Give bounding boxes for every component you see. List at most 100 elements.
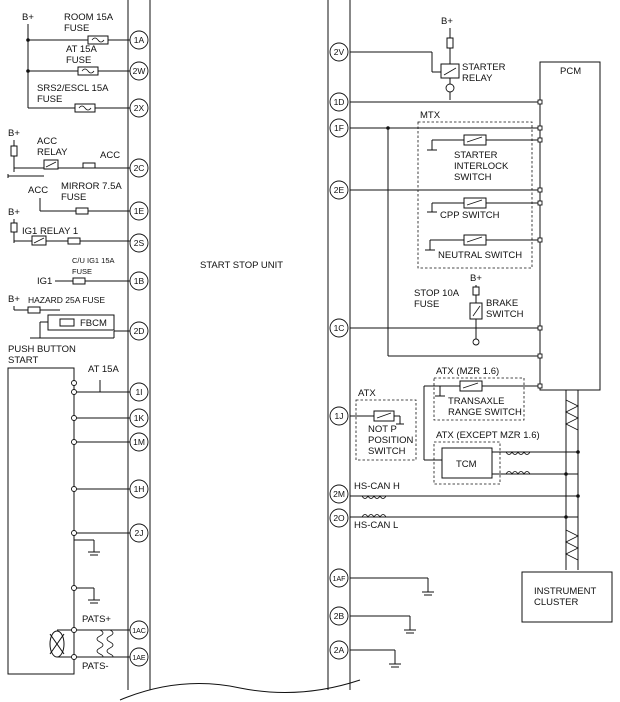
starter-relay <box>440 63 460 79</box>
tcm-box <box>441 447 493 479</box>
pin-2c-circle <box>129 158 149 178</box>
push-button-terminal <box>71 486 77 492</box>
pin-2j-circle <box>129 523 149 543</box>
pin-2e: 2E <box>334 185 345 195</box>
pin-1h: 1H <box>134 484 145 494</box>
neutral-switch-label: NEUTRAL SWITCH <box>438 250 522 261</box>
pin-2c: 2C <box>134 163 145 173</box>
b-plus-label: B+ <box>8 207 20 218</box>
b-plus-label: B+ <box>441 16 453 27</box>
push-button-terminal <box>71 380 77 386</box>
mtx-label: MTX <box>420 110 441 121</box>
starter-motor-icon <box>445 83 455 93</box>
instrument-cluster-box <box>521 571 613 623</box>
acc-label: ACC <box>28 185 48 196</box>
atx-except-region <box>433 441 501 485</box>
pin-1c: 1C <box>334 323 345 333</box>
pin-1a: 1A <box>134 35 145 45</box>
pats-minus-label: PATS- <box>82 661 109 672</box>
start-stop-unit-label: START STOP UNIT <box>200 260 283 271</box>
pin-1j-circle <box>329 406 349 426</box>
pin-1a-circle <box>129 30 149 50</box>
hs-can-l-label: HS-CAN L <box>354 520 398 531</box>
pin-2x: 2X <box>134 103 145 113</box>
starter-interlock-switch <box>463 134 487 146</box>
pin-2m: 2M <box>333 489 345 499</box>
push-button-terminal <box>71 627 77 633</box>
b-plus-label: B+ <box>22 12 34 23</box>
pin-1f: 1F <box>334 123 344 133</box>
mirror-fuse <box>75 207 89 215</box>
ig1-relay-label: IG1 RELAY 1 <box>22 226 78 237</box>
pin-2v-circle <box>329 42 349 62</box>
pin-2d: 2D <box>134 326 145 336</box>
pin-1b: 1B <box>134 276 145 286</box>
tcm-label: TCM <box>456 459 477 470</box>
push-button-start-box <box>7 367 75 675</box>
neutral-switch <box>463 234 487 246</box>
cu-ig1-fuse <box>72 277 86 285</box>
atx-mzr-label: ATX (MZR 1.6) <box>436 366 499 377</box>
pcm-box <box>539 61 601 391</box>
pin-1h-circle <box>129 479 149 499</box>
pin-2d-circle <box>129 321 149 341</box>
pats-plus-label: PATS+ <box>82 614 111 625</box>
pin-1b-circle <box>129 271 149 291</box>
pin-2a-circle <box>329 640 349 660</box>
push-button-terminal <box>71 585 77 591</box>
pin-1k: 1K <box>134 413 145 423</box>
pin-1d: 1D <box>334 97 345 107</box>
pcm-label: PCM <box>560 66 581 77</box>
pin-2x-circle <box>129 98 149 118</box>
b-plus-label: B+ <box>8 128 20 139</box>
start-stop-unit: START STOP UNIT <box>119 0 361 701</box>
mtx-region <box>417 121 533 269</box>
pin-1m-circle <box>129 432 149 452</box>
pin-2o: 2O <box>333 513 345 523</box>
transaxle-range-switch <box>459 380 483 392</box>
cpp-switch <box>463 197 487 209</box>
b-plus-label: B+ <box>470 273 482 284</box>
pin-1ac-circle <box>129 620 149 640</box>
pin-2s-circle <box>129 233 149 253</box>
hazard-fuse-label: HAZARD 25A FUSE <box>28 295 105 305</box>
atx-except-label: ATX (EXCEPT MZR 1.6) <box>436 430 540 441</box>
pin-2w-circle <box>129 61 149 81</box>
pin-2b-circle <box>329 606 349 626</box>
pin-1d-circle <box>329 92 349 112</box>
pin-2s: 2S <box>134 238 145 248</box>
cpp-switch-label: CPP SWITCH <box>440 210 500 221</box>
pin-1af-circle <box>329 568 349 588</box>
pin-2a: 2A <box>334 645 345 655</box>
acc-label: ACC <box>100 150 120 161</box>
ig1-label: IG1 <box>37 276 52 287</box>
pin-1ae-circle <box>129 647 149 667</box>
pin-2e-circle <box>329 180 349 200</box>
pin-2j: 2J <box>135 528 144 538</box>
pin-1f-circle <box>329 118 349 138</box>
pin-2o-circle <box>329 508 349 528</box>
push-button-terminal <box>71 530 77 536</box>
pin-2b: 2B <box>334 611 345 621</box>
brake-switch <box>469 302 483 320</box>
fbcm-label: FBCM <box>80 318 107 329</box>
push-button-terminal <box>71 654 77 660</box>
pin-1i: 1I <box>135 387 142 397</box>
pin-1af: 1AF <box>333 576 346 583</box>
pin-1e: 1E <box>134 206 145 216</box>
push-button-terminal <box>71 439 77 445</box>
